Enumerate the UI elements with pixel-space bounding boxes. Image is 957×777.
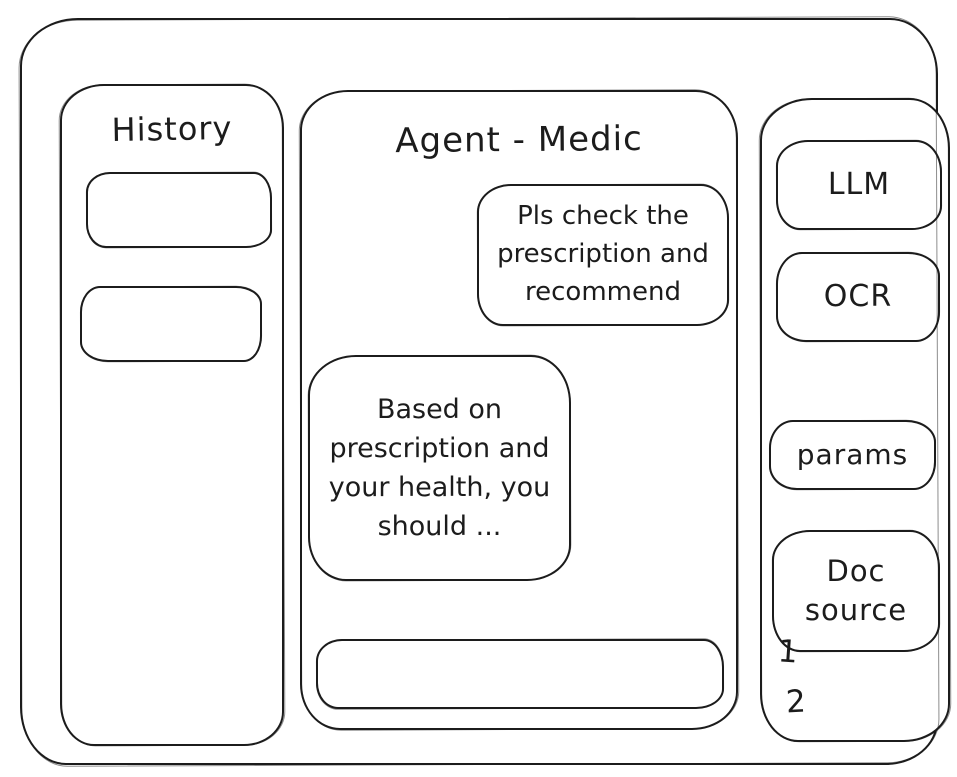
history-item[interactable]	[86, 172, 272, 248]
ocr-button[interactable]: OCR	[776, 252, 940, 342]
chat-panel: Agent - Medic Pls check the prescription…	[300, 90, 738, 730]
history-title: History	[111, 108, 233, 150]
history-item[interactable]	[80, 286, 262, 362]
doc-source-button[interactable]: Doc source	[772, 530, 940, 652]
llm-button[interactable]: LLM	[776, 140, 942, 230]
chat-title: Agent - Medic	[395, 118, 643, 162]
chat-input[interactable]	[318, 641, 722, 707]
doc-source-item-1[interactable]: 1	[776, 633, 799, 671]
chat-input-container	[316, 639, 724, 709]
params-button[interactable]: params	[769, 420, 936, 490]
tools-panel: LLM OCR params Doc source 1 2	[760, 98, 950, 742]
history-panel: History	[60, 84, 284, 746]
assistant-message-bubble: Based on prescription and your health, y…	[308, 355, 571, 581]
user-message-bubble: Pls check the prescription and recommend	[477, 184, 729, 326]
doc-source-item-2[interactable]: 2	[785, 683, 807, 721]
app-frame: History Agent - Medic Pls check the pres…	[20, 18, 950, 765]
